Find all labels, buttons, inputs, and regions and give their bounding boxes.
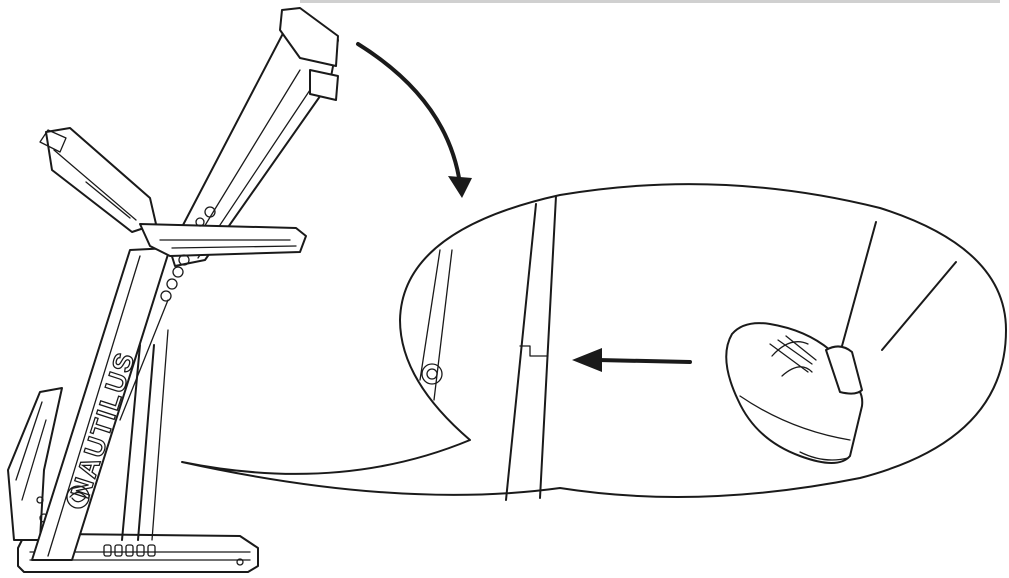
- cropped-caption-fragment: [300, 0, 1000, 3]
- foot-shoe-illustration: [725, 221, 957, 464]
- callout-bubble: [181, 183, 1007, 501]
- zoomed-upright-detail: [419, 195, 557, 501]
- curved-down-arrow-icon: [356, 42, 472, 198]
- folded-running-deck: [7, 387, 63, 541]
- treadmill-illustration: NAUTILUS: [7, 7, 339, 573]
- console-display: [39, 127, 157, 233]
- frame-bolts: [160, 206, 216, 302]
- left-arrow-icon: [572, 348, 692, 372]
- handrail: [139, 223, 307, 257]
- brand-logo-swirl: [66, 485, 90, 509]
- base-vent-slots: [103, 544, 156, 557]
- zoomed-bolt-icon: [421, 363, 443, 385]
- upper-arm-frame: [169, 7, 339, 267]
